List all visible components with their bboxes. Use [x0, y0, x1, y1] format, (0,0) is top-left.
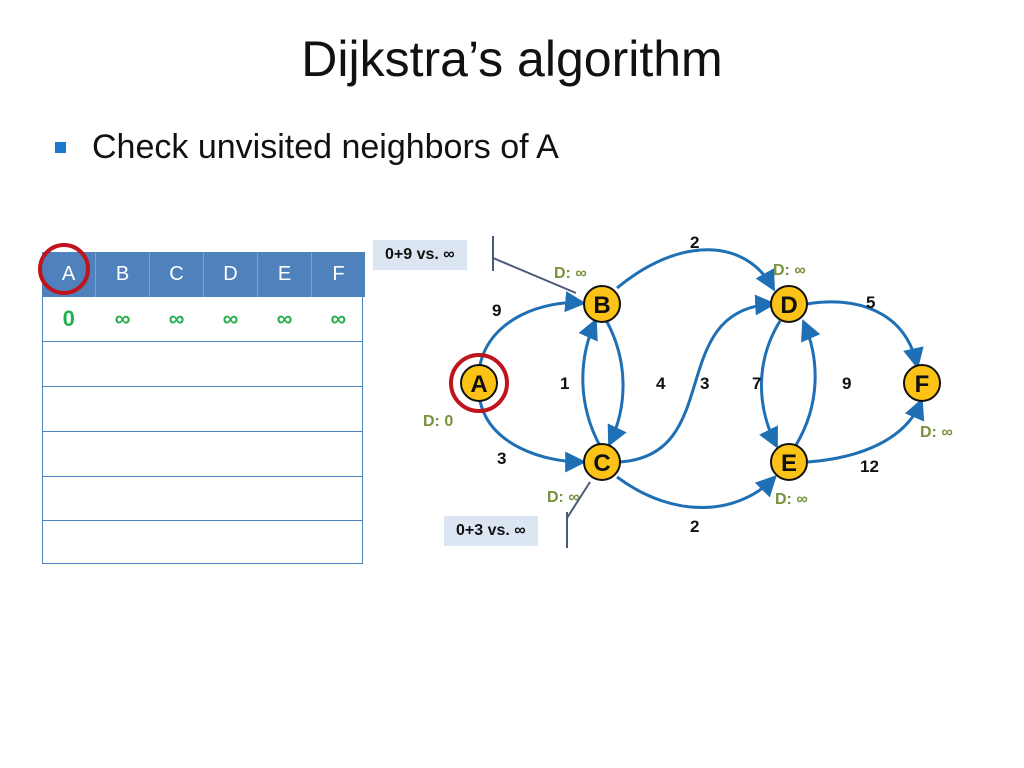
edge-b-d [616, 248, 776, 292]
node-label: D [780, 292, 797, 319]
edge-a-c [478, 400, 587, 473]
table-header-cell: E [257, 252, 312, 297]
callout-b: 0+9 vs. ∞ [373, 240, 467, 270]
table-divider [42, 476, 363, 477]
table-divider [42, 341, 363, 342]
node-distance-label: D: ∞ [775, 491, 808, 508]
edge-weight: 3 [700, 374, 709, 393]
edge-weight: 12 [860, 457, 879, 476]
table-header-cell: B [95, 252, 150, 297]
slide-title: Dijkstra’s algorithm [301, 31, 723, 87]
highlight-ring-icon [38, 243, 90, 295]
edge-weight: 1 [560, 374, 569, 393]
edge-e-f [807, 398, 925, 464]
edge-weight: 5 [866, 293, 875, 312]
table-cell: 0 [62, 305, 75, 331]
node-f: F [903, 364, 941, 402]
table-cell: ∞ [222, 305, 239, 331]
node-distance-label: D: 0 [423, 413, 453, 430]
edge-weight: 3 [497, 449, 506, 468]
node-label: C [593, 450, 610, 477]
edge-weight: 7 [752, 374, 761, 393]
table-cell: ∞ [276, 305, 293, 331]
table-row: 0 ∞ ∞ ∞ ∞ ∞ [42, 297, 365, 340]
node-label: F [915, 371, 930, 398]
node-a: A [460, 364, 498, 402]
callout-b-pointer [492, 236, 577, 294]
table-divider [42, 431, 363, 432]
edge-d-f [806, 300, 924, 370]
edge-weight: 9 [492, 301, 501, 320]
bullet-square-icon [55, 142, 66, 153]
edge-b-c [604, 319, 627, 447]
table-divider [42, 386, 363, 387]
edge-weight: 9 [842, 374, 851, 393]
node-distance-label: D: ∞ [773, 262, 806, 279]
edge-c-b [578, 318, 602, 447]
node-b: B [583, 285, 621, 323]
callout-c: 0+3 vs. ∞ [444, 516, 538, 546]
edge-weight: 2 [690, 517, 699, 536]
edge-c-d [619, 294, 777, 464]
table-cell: ∞ [330, 305, 347, 331]
bullet-item: Check unvisited neighbors of A [55, 128, 559, 167]
edge-d-e [759, 320, 782, 449]
node-distance-label: D: ∞ [920, 424, 953, 441]
table-header-cell: C [149, 252, 204, 297]
callout-c-pointer [566, 481, 591, 548]
node-label: A [470, 371, 487, 398]
table-divider [42, 520, 363, 521]
edge-e-d [794, 319, 821, 446]
node-label: E [781, 450, 797, 477]
node-label: B [593, 292, 610, 319]
node-distance-label: D: ∞ [554, 265, 587, 282]
node-distance-label: D: ∞ [547, 489, 580, 506]
node-c: C [583, 443, 621, 481]
node-d: D [770, 285, 808, 323]
edge-weight: 2 [690, 233, 699, 252]
edge-c-e [616, 474, 777, 509]
highlight-ring-icon [449, 353, 509, 413]
node-e: E [770, 443, 808, 481]
table-cell: ∞ [168, 305, 185, 331]
bullet-text: Check unvisited neighbors of A [92, 128, 559, 166]
table-header-cell: F [311, 252, 365, 297]
edge-weight: 4 [656, 374, 666, 393]
edge-a-b [478, 291, 587, 366]
table-cell: ∞ [114, 305, 131, 331]
table-header-cell: D [203, 252, 258, 297]
